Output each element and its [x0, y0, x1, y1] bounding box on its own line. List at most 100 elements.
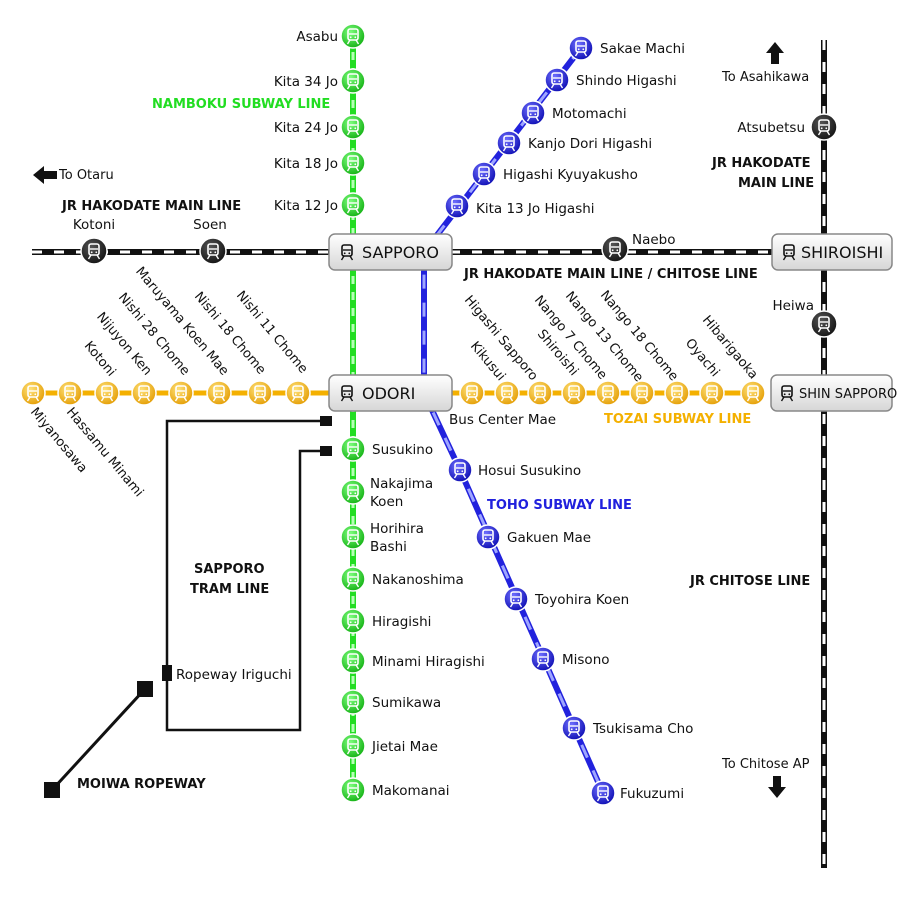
station-marker[interactable] — [199, 237, 227, 265]
station-marker[interactable] — [340, 114, 366, 140]
tram-line-title-2: TRAM LINE — [190, 582, 269, 597]
station-marker[interactable] — [340, 608, 366, 634]
to-otaru-label: To Otaru — [58, 168, 114, 183]
station-label: Kanjo Dori Higashi — [528, 136, 652, 152]
ropeway-title: MOIWA ROPEWAY — [77, 777, 206, 792]
station-marker[interactable] — [131, 380, 157, 406]
station-marker[interactable] — [740, 380, 766, 406]
station-marker[interactable] — [340, 192, 366, 218]
to-otaru-arrow: To Otaru — [33, 166, 114, 184]
hub-odori-label: ODORI — [362, 384, 415, 403]
station-label: Toyohira Koen — [534, 592, 629, 608]
station-label: Atsubetsu — [737, 120, 805, 136]
station-label: Kotoni — [81, 339, 119, 380]
station-label: Sumikawa — [372, 695, 441, 711]
station-marker[interactable] — [340, 689, 366, 715]
station-label: Gakuen Mae — [507, 530, 591, 546]
station-label: Tsukisama Cho — [592, 721, 693, 737]
station-marker[interactable] — [459, 380, 485, 406]
station-marker[interactable] — [527, 380, 553, 406]
station-label: Hiragishi — [372, 614, 431, 630]
station-marker[interactable] — [20, 380, 46, 406]
station-label: Nakanoshima — [372, 572, 464, 588]
station-label: Horihira — [370, 521, 424, 537]
station-marker[interactable] — [810, 113, 838, 141]
station-marker[interactable] — [561, 715, 587, 741]
tram-line-title-1: SAPPORO — [194, 562, 265, 577]
station-label: Kita 24 Jo — [274, 120, 338, 136]
station-label: Jietai Mae — [371, 739, 438, 755]
station-marker[interactable] — [340, 566, 366, 592]
jr-hakodate-chitose-line-title: JR HAKODATE MAIN LINE / CHITOSE LINE — [463, 267, 758, 282]
station-marker[interactable] — [340, 524, 366, 550]
station-marker[interactable] — [206, 380, 232, 406]
station-marker[interactable] — [475, 524, 501, 550]
station-marker[interactable] — [247, 380, 273, 406]
hub-shin-sapporo[interactable]: SHIN SAPPORO — [770, 374, 897, 412]
station-label: Makomanai — [372, 783, 450, 799]
station-marker[interactable] — [496, 130, 522, 156]
station-label: Kita 18 Jo — [274, 156, 338, 172]
station-label: Susukino — [372, 442, 433, 458]
station-marker[interactable] — [471, 161, 497, 187]
hub-sapporo[interactable]: SAPPORO — [328, 233, 453, 271]
station-marker[interactable] — [340, 23, 366, 49]
station-marker[interactable] — [530, 646, 556, 672]
station-marker[interactable] — [340, 479, 366, 505]
station-marker[interactable] — [340, 777, 366, 803]
station-marker[interactable] — [340, 436, 366, 462]
station-label: Higashi Kyuyakusho — [503, 167, 638, 183]
station-marker[interactable] — [601, 235, 629, 263]
namboku-stations: Asabu Kita 34 Jo Kita 24 Jo Kita 18 Jo K… — [274, 23, 485, 803]
station-marker[interactable] — [340, 150, 366, 176]
station-marker[interactable] — [544, 67, 570, 93]
station-marker[interactable] — [447, 457, 473, 483]
station-marker[interactable] — [444, 193, 470, 219]
station-marker[interactable] — [595, 380, 621, 406]
station-label: Kita 12 Jo — [274, 198, 338, 214]
station-label: Kita 13 Jo Higashi — [476, 201, 595, 217]
station-marker[interactable] — [664, 380, 690, 406]
tozai-line-title: TOZAI SUBWAY LINE — [604, 412, 751, 427]
station-label: Koen — [370, 494, 403, 510]
station-marker[interactable] — [810, 310, 838, 338]
station-marker[interactable] — [340, 68, 366, 94]
to-chitose-ap-label: To Chitose AP — [721, 757, 810, 772]
station-label: Hosui Susukino — [478, 463, 581, 479]
station-marker[interactable] — [494, 380, 520, 406]
station-marker[interactable] — [57, 380, 83, 406]
station-label: Soen — [193, 217, 227, 233]
station-label: Sakae Machi — [600, 41, 685, 57]
station-label: Bus Center Mae — [449, 412, 556, 428]
jr-stations: Kotoni Soen Naebo Atsubetsu Heiwa — [73, 113, 838, 338]
station-marker[interactable] — [340, 733, 366, 759]
to-asahikawa-arrow: To Asahikawa — [721, 42, 809, 85]
station-marker[interactable] — [561, 380, 587, 406]
station-label: Fukuzumi — [620, 786, 684, 802]
hub-shiroishi[interactable]: SHIROISHI — [771, 233, 893, 271]
station-marker[interactable] — [520, 100, 546, 126]
to-chitose-ap-arrow: To Chitose AP — [721, 757, 810, 798]
hub-odori[interactable]: ODORI — [328, 374, 453, 412]
station-marker[interactable] — [340, 648, 366, 674]
station-marker[interactable] — [285, 380, 311, 406]
arrow-down-icon — [768, 776, 786, 798]
station-label: Nishi 11 Chome — [233, 288, 311, 376]
station-marker[interactable] — [94, 380, 120, 406]
arrow-left-icon — [33, 166, 57, 184]
station-label: Misono — [562, 652, 610, 668]
station-marker[interactable] — [590, 780, 616, 806]
station-marker[interactable] — [699, 380, 725, 406]
toho-stations: Sakae Machi Shindo Higashi Motomachi Kan… — [444, 35, 693, 806]
ropeway-track — [44, 681, 153, 798]
station-marker[interactable] — [80, 237, 108, 265]
station-marker[interactable] — [168, 380, 194, 406]
namboku-line-title: NAMBOKU SUBWAY LINE — [152, 97, 330, 112]
station-marker[interactable] — [503, 586, 529, 612]
station-marker[interactable] — [568, 35, 594, 61]
station-label: Minami Hiragishi — [372, 654, 485, 670]
station-label: Kita 34 Jo — [274, 74, 338, 90]
station-label: Ropeway Iriguchi — [176, 667, 292, 683]
station-marker[interactable] — [629, 380, 655, 406]
